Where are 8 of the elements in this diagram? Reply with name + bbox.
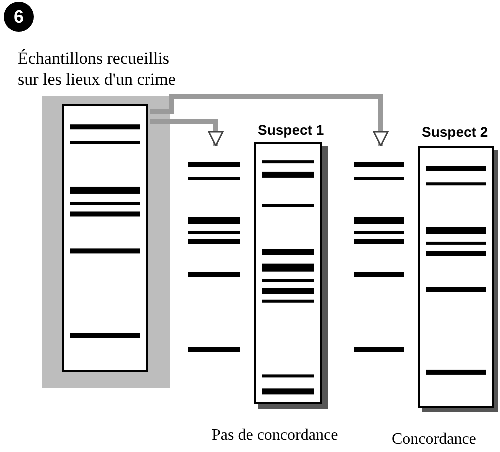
sample-caption: Échantillons recueillis sur les lieux d'un crime bbox=[18, 48, 177, 90]
suspect-heading: Suspect 1 bbox=[258, 121, 324, 140]
result-label: Concordance bbox=[392, 430, 476, 450]
suspect-heading: Suspect 2 bbox=[422, 123, 488, 142]
arrow bbox=[150, 94, 389, 147]
step-number-badge: 6 bbox=[4, 2, 34, 32]
result-label: Pas de concordance bbox=[212, 426, 338, 446]
arrow bbox=[150, 120, 224, 147]
